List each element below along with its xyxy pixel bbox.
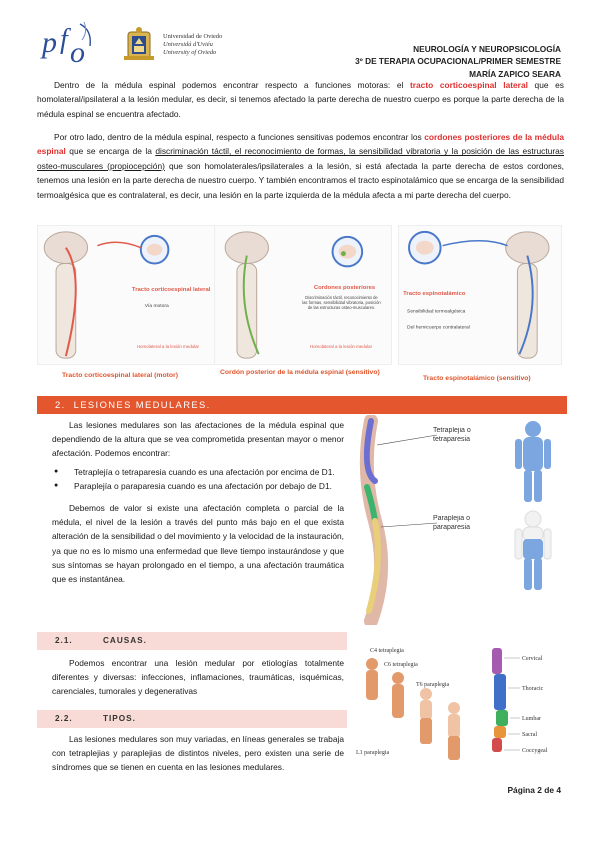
highlight-term: tracto corticoespinal lateral	[409, 80, 528, 90]
level-label: L1 paraplegia	[356, 750, 389, 756]
pfo-logo: p f o	[40, 21, 91, 68]
section-2-text: Las lesiones medulares son las afectacio…	[52, 418, 344, 586]
body-paragraph: Debemos de valor si existe una afectació…	[52, 503, 344, 585]
level-label: T6 paraplegia	[416, 682, 449, 688]
causes-text: Podemos encontrar una lesión medular por…	[52, 656, 344, 699]
section-title: LESIONES MEDULARES.	[73, 399, 211, 410]
text-run: Dentro de la médula espinal podemos enco…	[54, 80, 410, 90]
university-seal-icon	[124, 27, 154, 60]
figure-caption: Cordón posterior de la médula espinal (s…	[220, 369, 380, 376]
figure-corticospinal: Tracto corticoespinal lateral Vía motora…	[37, 225, 217, 365]
panel-title: Cordones posteriores	[314, 285, 376, 291]
university-line: University of Oviedo	[163, 48, 217, 56]
svg-text:f: f	[60, 24, 71, 55]
types-text: Las lesiones medulares son muy variadas,…	[52, 732, 344, 775]
text-run: Por otro lado, dentro de la médula espin…	[54, 132, 425, 142]
region-label: Lumbar	[522, 716, 541, 722]
svg-text:p: p	[40, 26, 57, 59]
underlined-term: discriminación táctil, el reconocimiento…	[37, 146, 564, 171]
subsection-header: 2.2. TIPOS.	[37, 710, 347, 728]
figure-spinothalamic: Tracto espinotalámico Sensibilidad termo…	[398, 225, 562, 365]
region-label: Cervical	[522, 656, 543, 662]
subsection-title: CAUSAS.	[103, 636, 147, 645]
page-number: Página 2 de 4	[507, 785, 561, 795]
body-paragraph: Podemos encontrar una lesión medular por…	[52, 658, 344, 697]
figure-caption: Tracto espinotalámico (sensitivo)	[423, 375, 531, 382]
panel-text: Homolateral a la lesión medular	[137, 344, 200, 349]
university-name: Universidad de Oviedo Universidá d'Uviéu…	[163, 33, 222, 56]
injury-levels-figure: C4 tetraplegia C6 tetraplegia T6 paraple…	[354, 638, 564, 768]
subsection-header: 2.1. CAUSAS.	[37, 632, 347, 650]
section-number: 2.	[55, 399, 66, 410]
author-name: MARÍA ZAPICO SEARA	[469, 68, 561, 79]
body-paragraph: Las lesiones medulares son las afectacio…	[52, 420, 344, 459]
panel-text: Vía motora	[145, 303, 169, 309]
panel-title: Tracto espinotalámico	[403, 291, 466, 297]
intro-paragraph-2: Por otro lado, dentro de la médula espin…	[37, 130, 564, 202]
region-label: Thoracic	[522, 686, 544, 692]
bullet-item: Paraplejía o paraparesia cuando es una a…	[52, 479, 344, 493]
body-paragraph: Las lesiones medulares son muy variadas,…	[52, 734, 344, 773]
region-label: Sacral	[522, 732, 537, 738]
figure-caption: Tracto corticoespinal lateral (motor)	[62, 372, 178, 379]
text-run: que es homolateral/ipsilateral a la lesi…	[37, 80, 564, 119]
university-line: Universidá d'Uviéu	[163, 40, 213, 48]
bullet-item: Tetraplejía o tetraparesia cuando es una…	[52, 465, 344, 479]
panel-text: Del hemicuerpo contralateral	[407, 325, 470, 331]
header-info: NEUROLOGÍA Y NEUROPSICOLOGÍA 3º DE TERAP…	[355, 43, 561, 80]
region-label: Coccygeal	[522, 748, 548, 754]
svg-text:o: o	[70, 36, 85, 68]
spine-column	[492, 648, 508, 752]
highlight-term: cordones posteriores de la médula espina…	[37, 132, 564, 157]
subsection-number: 2.1.	[55, 636, 73, 645]
level-label: C4 tetraplegia	[370, 648, 404, 654]
body-figure-para	[514, 510, 552, 590]
figure-label: Paraplejia o paraparesia	[433, 515, 470, 531]
course-title: 3º DE TERAPIA OCUPACIONAL/PRIMER SEMESTR…	[355, 56, 561, 67]
subject-title: NEUROLOGÍA Y NEUROPSICOLOGÍA	[413, 44, 561, 54]
panel-title: Tracto corticoespinal lateral	[132, 287, 211, 293]
bullet-list: Tetraplejía o tetraparesia cuando es una…	[52, 465, 344, 494]
body-figure	[366, 658, 460, 760]
text-run: que son homolaterales/ipsilaterales a la…	[37, 160, 564, 200]
subsection-title: TIPOS.	[103, 714, 136, 723]
text-run: que se encarga de la	[65, 146, 156, 157]
subsection-number: 2.2.	[55, 714, 73, 723]
intro-paragraph-1: Dentro de la médula espinal podemos enco…	[37, 78, 564, 121]
university-line: Universidad de Oviedo	[163, 33, 223, 40]
level-label: C6 tetraplegia	[384, 662, 418, 668]
spine-injury-figure: Tetraplejia o tetraparesia Paraplejia o …	[347, 415, 563, 625]
figure-posterior-columns: Cordones posteriores Discriminación táct…	[214, 225, 392, 365]
panel-text: Homolateral a la lesión medular	[310, 344, 373, 349]
panel-text: Discriminación táctil, reconocimiento de…	[302, 295, 381, 310]
panel-text: Sensibilidad termoalgésica	[407, 309, 466, 315]
section-header: 2. LESIONES MEDULARES.	[37, 396, 567, 414]
body-figure-tetra	[515, 421, 551, 502]
figure-label: Tetraplejia o tetraparesia	[433, 427, 471, 443]
